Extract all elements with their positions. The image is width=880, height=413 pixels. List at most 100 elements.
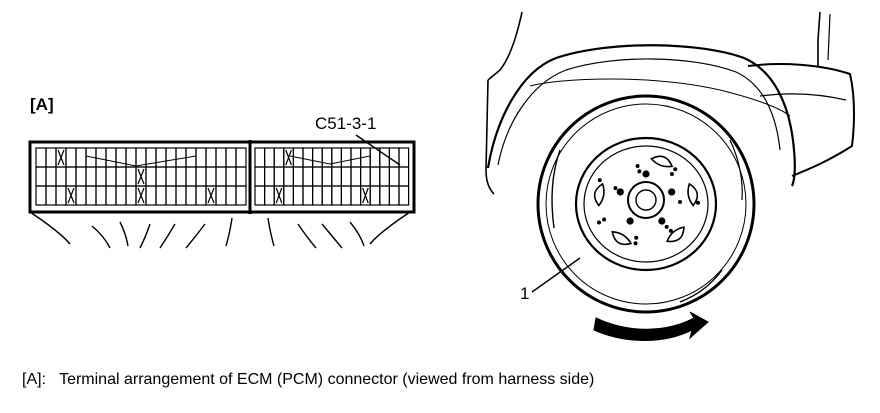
rim-rivet bbox=[677, 200, 682, 205]
terminal-cell bbox=[65, 147, 77, 168]
terminal-cell bbox=[398, 147, 410, 168]
terminal-cell bbox=[115, 185, 127, 206]
spoke-opening bbox=[687, 182, 699, 207]
terminal-cell bbox=[312, 185, 323, 206]
tire-shading-left bbox=[551, 149, 561, 229]
caption-tag: [A]: bbox=[22, 371, 47, 388]
terminal-cell bbox=[225, 147, 237, 168]
terminal-cell bbox=[105, 166, 117, 187]
vehicle-front-wheel bbox=[485, 11, 855, 314]
terminal-cell bbox=[215, 147, 227, 168]
wheel-callout-leader bbox=[531, 257, 581, 293]
terminal-cell bbox=[105, 185, 117, 206]
blank-terminal-mark bbox=[57, 149, 65, 166]
terminal-cell bbox=[145, 185, 157, 206]
body-edge-line bbox=[487, 11, 523, 81]
fender-inner-lip bbox=[497, 58, 781, 166]
tire bbox=[536, 94, 756, 314]
terminal-cell bbox=[185, 166, 197, 187]
spoke-opening bbox=[666, 226, 685, 243]
rim-rivet bbox=[668, 228, 673, 233]
terminal-cell bbox=[331, 185, 342, 206]
wheel-rim-inner bbox=[583, 145, 709, 263]
ecm-connector bbox=[28, 140, 416, 249]
terminal-cell bbox=[264, 147, 275, 168]
terminal-cell bbox=[225, 185, 237, 206]
rim-rivet bbox=[669, 171, 674, 176]
terminal-cell bbox=[185, 185, 197, 206]
rotation-direction-arrow bbox=[593, 311, 709, 341]
terminal-cell bbox=[175, 166, 187, 187]
terminal-cell bbox=[95, 147, 107, 168]
connector-code-label: C51-3-1 bbox=[315, 114, 376, 133]
terminal-cell bbox=[302, 185, 314, 206]
rim-rivet bbox=[613, 186, 618, 191]
terminal-cell bbox=[35, 147, 47, 168]
wheel-center-cap bbox=[635, 189, 657, 211]
terminal-cell bbox=[125, 185, 137, 206]
view-tag-label: [A] bbox=[30, 95, 54, 114]
terminal-cell bbox=[235, 185, 247, 206]
blank-terminal-mark bbox=[285, 149, 292, 166]
terminal-cell bbox=[254, 185, 266, 206]
terminal-cell bbox=[165, 166, 177, 187]
terminal-cell bbox=[388, 185, 400, 206]
terminal-cell bbox=[175, 185, 187, 206]
lug-nut bbox=[668, 188, 676, 196]
terminal-cell bbox=[235, 166, 247, 187]
blank-terminal-mark bbox=[207, 187, 215, 204]
terminal-cell bbox=[264, 166, 275, 187]
rim-rivet bbox=[597, 178, 602, 183]
terminal-cell bbox=[55, 185, 67, 206]
tire-shading-right bbox=[729, 139, 743, 201]
blank-terminal-mark bbox=[137, 187, 145, 204]
terminal-cell bbox=[388, 166, 400, 187]
figure-caption: [A]: Terminal arrangement of ECM (PCM) c… bbox=[22, 371, 594, 389]
terminal-cell bbox=[215, 185, 227, 206]
fender-crease bbox=[529, 78, 791, 117]
terminal-cell bbox=[235, 147, 247, 168]
terminal-cell bbox=[398, 166, 410, 187]
terminal-cell bbox=[273, 147, 285, 168]
spoke-opening bbox=[611, 230, 633, 246]
tire-sidewall bbox=[545, 103, 747, 305]
connector-outline-curves bbox=[29, 211, 411, 245]
hood-edge-line-2 bbox=[827, 13, 831, 61]
terminal-cell bbox=[165, 147, 177, 168]
terminal-cell bbox=[75, 166, 87, 187]
terminal-cell bbox=[350, 185, 362, 206]
terminal-cell bbox=[254, 147, 266, 168]
lug-nut bbox=[658, 217, 666, 225]
terminal-cell bbox=[115, 166, 127, 187]
terminal-cell bbox=[45, 166, 57, 187]
terminal-cell bbox=[283, 185, 294, 206]
blank-terminal-mark bbox=[275, 187, 283, 204]
terminal-cell bbox=[360, 166, 371, 187]
terminal-cell bbox=[85, 185, 97, 206]
terminal-cell bbox=[155, 166, 167, 187]
terminal-cell bbox=[45, 147, 57, 168]
terminal-cell bbox=[379, 185, 390, 206]
spoke-opening bbox=[593, 182, 605, 207]
body-lower-line bbox=[485, 79, 495, 195]
terminal-cell bbox=[205, 147, 217, 168]
rim-rivet bbox=[633, 241, 638, 246]
terminal-cell bbox=[321, 166, 333, 187]
terminal-cell bbox=[85, 166, 97, 187]
rim-rivet bbox=[695, 200, 700, 205]
terminal-cell bbox=[369, 166, 381, 187]
terminal-cell bbox=[379, 166, 390, 187]
spoke-opening bbox=[650, 155, 674, 168]
wheel-callout-number: 1 bbox=[520, 284, 529, 303]
terminal-cell bbox=[331, 147, 342, 168]
caption-text: Terminal arrangement of ECM (PCM) connec… bbox=[59, 371, 595, 388]
terminal-cell bbox=[350, 147, 362, 168]
terminal-cell bbox=[195, 185, 207, 206]
terminal-cell bbox=[292, 166, 304, 187]
connector-code-leader bbox=[355, 134, 401, 166]
terminal-cell bbox=[321, 185, 333, 206]
lug-nut bbox=[642, 170, 650, 178]
terminal-cell bbox=[75, 185, 87, 206]
rim-rivet bbox=[596, 220, 601, 225]
